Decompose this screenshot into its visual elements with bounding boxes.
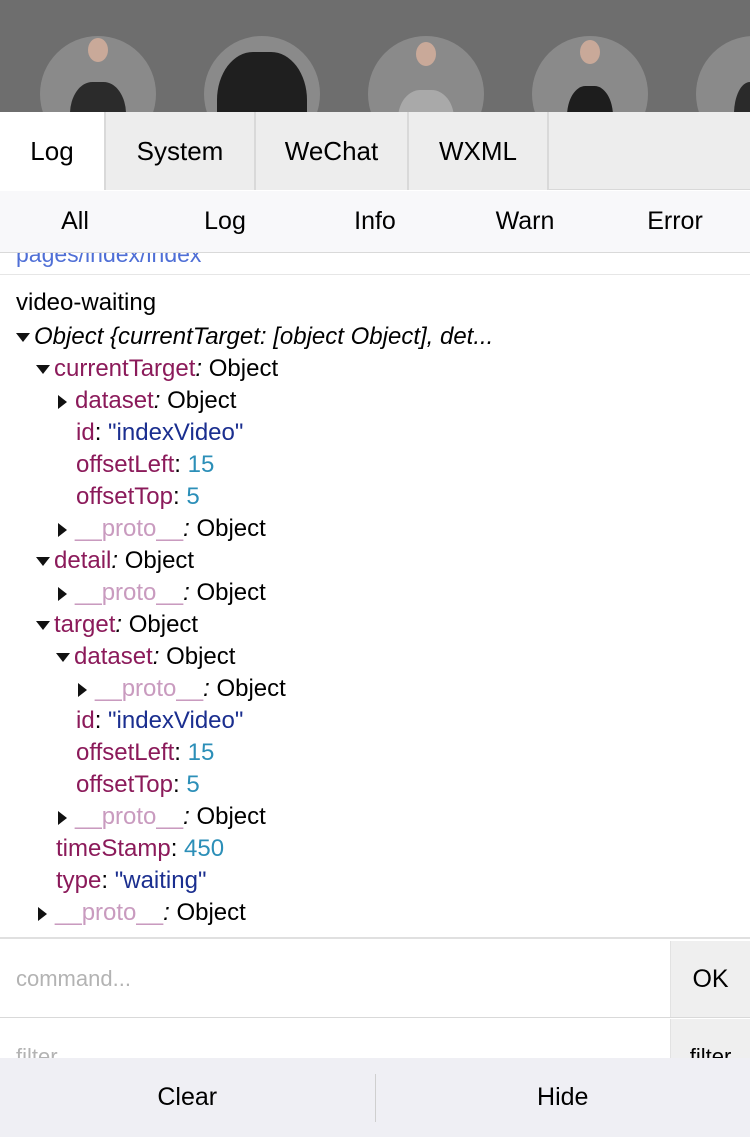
- tree-prop-target-offsettop: offsetTop: 5: [76, 771, 200, 798]
- tree-node-detail-proto[interactable]: __proto__: Object: [58, 577, 266, 609]
- log-list[interactable]: pages/index/index video-waiting Object {…: [0, 253, 750, 937]
- tree-node-root-proto[interactable]: __proto__: Object: [38, 897, 246, 929]
- tree-node-target[interactable]: target: Object: [36, 609, 198, 641]
- command-row: OK: [0, 941, 750, 1018]
- tree-prop-currenttarget-offsetleft: offsetLeft: 15: [76, 451, 215, 478]
- subtab-error[interactable]: Error: [647, 207, 703, 235]
- model-avatar-1[interactable]: [40, 36, 156, 112]
- tree-node-detail[interactable]: detail: Object: [36, 545, 194, 577]
- tree-node-currenttarget-proto[interactable]: __proto__: Object: [58, 513, 266, 545]
- subtab-all[interactable]: All: [61, 207, 89, 235]
- ok-button[interactable]: OK: [670, 941, 750, 1017]
- tree-prop-currenttarget-id: id: "indexVideo": [76, 419, 244, 446]
- expand-right-icon: [38, 906, 47, 921]
- expand-down-icon: [36, 621, 50, 631]
- divider: [0, 937, 750, 939]
- app-background: [0, 0, 750, 112]
- filter-button[interactable]: filter: [670, 1019, 750, 1059]
- object-summary-row[interactable]: Object {currentTarget: [object Object], …: [16, 321, 493, 353]
- filter-row: filter: [0, 1019, 750, 1059]
- tree-prop-target-id: id: "indexVideo": [76, 707, 244, 734]
- tree-prop-target-offsetleft: offsetLeft: 15: [76, 739, 215, 766]
- subtab-log[interactable]: Log: [204, 207, 246, 235]
- tab-wechat[interactable]: WeChat: [256, 112, 409, 190]
- model-avatar-4[interactable]: [532, 36, 648, 112]
- subtab-warn[interactable]: Warn: [495, 207, 555, 235]
- divider: [374, 1073, 376, 1122]
- subtab-info[interactable]: Info: [354, 207, 396, 235]
- object-summary-text: Object {currentTarget: [object Object], …: [34, 323, 494, 350]
- tab-log[interactable]: Log: [0, 112, 106, 190]
- command-input[interactable]: [0, 941, 670, 1017]
- clear-button[interactable]: Clear: [157, 1083, 218, 1111]
- console-tab-bar: Log System WeChat WXML: [0, 112, 750, 190]
- tree-prop-timestamp: timeStamp: 450: [56, 835, 225, 862]
- tree-node-target-proto[interactable]: __proto__: Object: [58, 801, 266, 833]
- filter-input[interactable]: [0, 1019, 670, 1059]
- expand-right-icon: [58, 810, 67, 825]
- log-entry-title: video-waiting: [16, 289, 157, 316]
- log-filter-tabs: All Log Info Warn Error: [0, 191, 750, 253]
- expand-down-icon: [16, 333, 30, 343]
- tree-node-currenttarget-dataset[interactable]: dataset: Object: [58, 385, 236, 417]
- hide-button[interactable]: Hide: [537, 1083, 589, 1111]
- model-avatar-3[interactable]: [368, 36, 484, 112]
- model-avatar-2[interactable]: [204, 36, 320, 112]
- tree-prop-currenttarget-offsettop: offsetTop: 5: [76, 483, 200, 510]
- console-footer: Clear Hide: [0, 1058, 750, 1137]
- tree-node-target-dataset-proto[interactable]: __proto__: Object: [78, 673, 286, 705]
- tree-node-target-dataset[interactable]: dataset: Object: [56, 641, 235, 673]
- tab-wxml[interactable]: WXML: [409, 112, 549, 190]
- tab-system[interactable]: System: [106, 112, 256, 190]
- log-divider: [0, 274, 750, 275]
- expand-right-icon: [58, 394, 67, 409]
- expand-right-icon: [58, 522, 67, 537]
- previous-log-source-link[interactable]: pages/index/index: [16, 253, 202, 267]
- model-avatar-5[interactable]: [696, 36, 750, 112]
- expand-down-icon: [56, 653, 70, 663]
- expand-right-icon: [78, 682, 87, 697]
- expand-right-icon: [58, 586, 67, 601]
- expand-down-icon: [36, 365, 50, 375]
- expand-down-icon: [36, 557, 50, 567]
- tree-node-currenttarget[interactable]: currentTarget: Object: [36, 353, 278, 385]
- console-panel: Log System WeChat WXML All Log Info Warn…: [0, 112, 750, 1137]
- tree-prop-type: type: "waiting": [56, 867, 207, 894]
